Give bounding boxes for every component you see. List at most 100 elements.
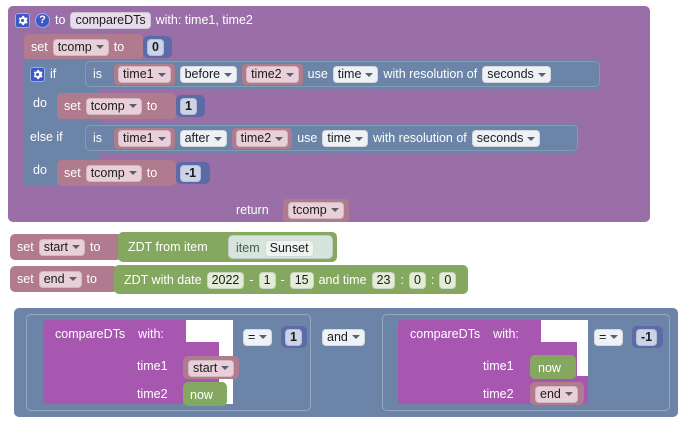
math-number-1-row: 1 — [180, 97, 197, 115]
resolution-label: with resolution of — [383, 67, 478, 82]
variable-field-tcomp[interactable]: tcomp — [287, 201, 344, 219]
call-right-header: compareDTs with: — [410, 325, 519, 343]
call-right-gap — [541, 320, 588, 342]
and-time-label: and time — [318, 272, 367, 287]
number-field-0[interactable]: 0 — [147, 38, 164, 56]
number-field-neg1[interactable]: -1 — [180, 164, 202, 182]
elseif-label: else if — [30, 130, 63, 144]
is-label: is — [93, 131, 103, 146]
math-number-compare-left-row: 1 — [285, 328, 302, 346]
variable-get-time2[interactable]: time2 — [231, 128, 293, 149]
set-label: set — [17, 239, 34, 254]
and-operator-row: and — [322, 327, 365, 347]
variable-field-start[interactable]: start — [188, 359, 235, 377]
variable-get-time1[interactable]: time1 — [114, 128, 175, 149]
number-field-compare-right[interactable]: -1 — [636, 328, 658, 346]
variable-field-time1[interactable]: time1 — [118, 66, 171, 83]
number-field-1[interactable]: 1 — [180, 97, 197, 115]
set-label: set — [17, 271, 34, 286]
comparator-right: = — [594, 327, 624, 347]
is-label: is — [93, 67, 103, 82]
datetime-now-left-row: now — [190, 387, 213, 403]
time-colon-2: : — [430, 272, 435, 287]
procedure-name-field[interactable]: compareDTs — [70, 11, 151, 29]
day-field[interactable]: 15 — [289, 271, 314, 289]
resolution-dropdown-seconds[interactable]: seconds — [471, 130, 541, 147]
set-variable-row-end: set end to — [17, 270, 97, 288]
comparator-dropdown-left[interactable]: = — [243, 328, 273, 346]
datetime-now-block-right[interactable] — [530, 355, 576, 379]
math-number-0-row: 0 — [147, 38, 164, 56]
and-dropdown[interactable]: and — [322, 328, 365, 346]
variable-field-time2[interactable]: time2 — [246, 66, 299, 83]
operator-dropdown-after[interactable]: after — [179, 130, 227, 147]
variable-field-end[interactable]: end — [535, 385, 578, 403]
datetime-compare-row-1: is time1 before time2 use time with reso… — [93, 64, 551, 85]
use-dropdown-time[interactable]: time — [322, 130, 368, 147]
call-left-arg1-label: time1 — [137, 359, 168, 373]
month-field[interactable]: 1 — [258, 271, 276, 289]
call-left-header: compareDTs with: — [55, 325, 164, 343]
use-dropdown-time[interactable]: time — [332, 66, 379, 83]
operator-dropdown-before[interactable]: before — [179, 66, 238, 83]
datetime-now-block-left[interactable] — [183, 382, 227, 406]
return-label: return — [236, 202, 269, 217]
procedure-params-label: with: time1, time2 — [155, 12, 253, 27]
help-icon[interactable]: ? — [35, 12, 50, 28]
zdt-with-date-row: ZDT with date 2022 - 1 - 15 and time 23 … — [124, 271, 457, 289]
call-left-gap — [186, 320, 233, 342]
resolution-label: with resolution of — [372, 131, 467, 146]
variable-get-tcomp-return[interactable]: tcomp — [282, 198, 349, 222]
if-label: if — [50, 67, 57, 82]
hour-field[interactable]: 23 — [371, 271, 396, 289]
datetime-compare-row-2: is time1 after time2 use time with resol… — [93, 128, 541, 149]
to-label: to — [146, 165, 158, 180]
date-dash-1: - — [249, 272, 254, 287]
number-field-compare-left[interactable]: 1 — [285, 328, 302, 346]
item-label: item — [236, 241, 260, 255]
zdt-from-item-row: ZDT from item — [128, 238, 208, 257]
variable-dropdown-tcomp[interactable]: tcomp — [85, 97, 142, 115]
to-label: to — [90, 239, 101, 254]
do-label-1: do — [33, 96, 47, 110]
if-row: if — [30, 65, 56, 84]
use-label: use — [297, 131, 318, 146]
variable-dropdown-tcomp[interactable]: tcomp — [85, 164, 142, 182]
gear-icon[interactable] — [15, 12, 30, 28]
variable-field-time2[interactable]: time2 — [235, 130, 289, 147]
now-label: now — [538, 360, 561, 375]
procedure-header: ? to compareDTs with: time1, time2 — [15, 11, 253, 29]
item-row: item Sunset — [236, 239, 314, 257]
comparator-left: = — [243, 327, 273, 347]
call-right-gap-2 — [577, 342, 588, 376]
minute-field[interactable]: 0 — [408, 271, 426, 289]
call-left-name: compareDTs — [55, 326, 126, 341]
to-label: to — [55, 12, 66, 27]
variable-dropdown-end[interactable]: end — [38, 270, 82, 288]
set-label: set — [64, 98, 81, 113]
variable-dropdown-tcomp[interactable]: tcomp — [52, 38, 109, 56]
comparator-dropdown-right[interactable]: = — [594, 328, 624, 346]
second-field[interactable]: 0 — [439, 271, 457, 289]
set-variable-row-2: set tcomp to — [64, 164, 157, 182]
set-label: set — [31, 39, 48, 54]
gear-icon[interactable] — [30, 67, 45, 82]
variable-get-time2[interactable]: time2 — [242, 64, 303, 85]
return-row: return tcomp — [236, 198, 349, 222]
variable-get-end-row: end — [535, 385, 578, 403]
item-value-field[interactable]: Sunset — [264, 239, 314, 257]
set-label: set — [64, 165, 81, 180]
to-label: to — [113, 39, 125, 54]
to-label: to — [86, 271, 97, 286]
set-variable-row-init: set tcomp to — [31, 38, 124, 56]
resolution-dropdown-seconds[interactable]: seconds — [482, 66, 551, 83]
call-left-with-label: with: — [138, 326, 164, 341]
set-variable-row-start: set start to — [17, 238, 100, 256]
variable-field-time1[interactable]: time1 — [118, 130, 171, 147]
year-field[interactable]: 2022 — [206, 271, 245, 289]
variable-get-time1[interactable]: time1 — [114, 64, 175, 85]
variable-get-start-row: start — [188, 359, 235, 377]
variable-dropdown-start[interactable]: start — [38, 238, 85, 256]
use-label: use — [307, 67, 328, 82]
